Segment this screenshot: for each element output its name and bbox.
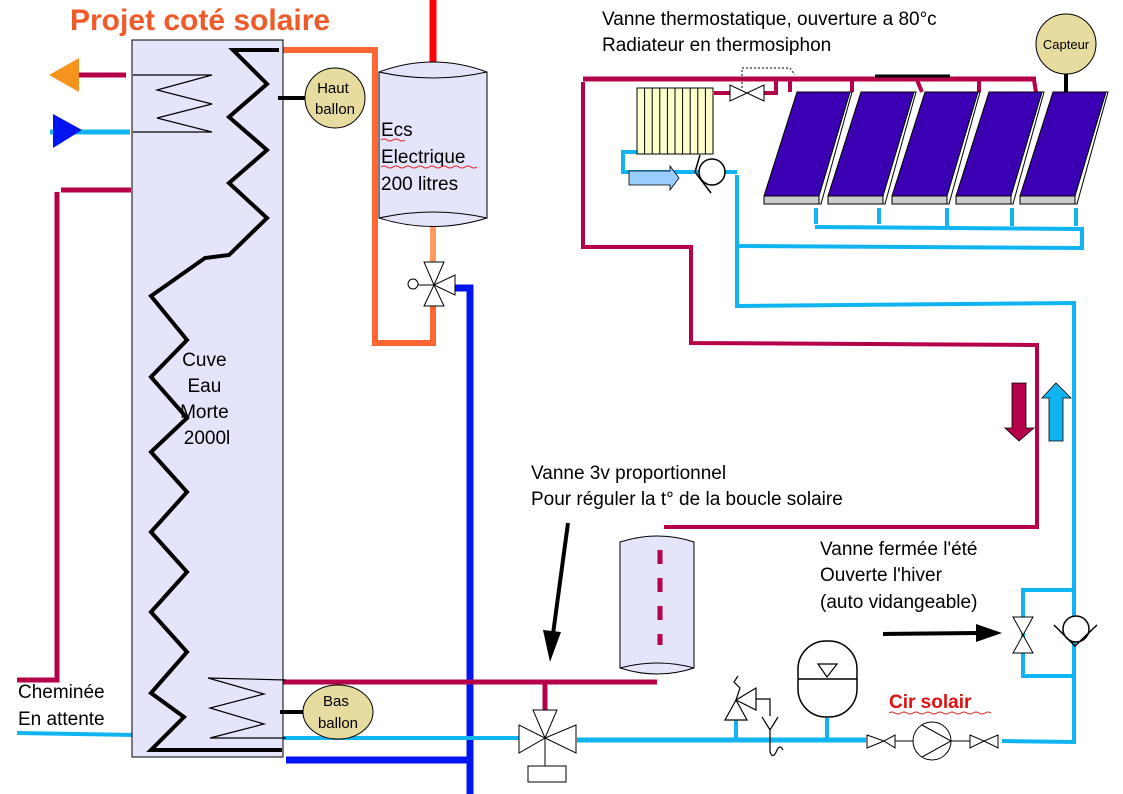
dhw-coil-top xyxy=(133,74,213,133)
sensor-bottom[interactable]: Bas ballon xyxy=(280,684,374,740)
sensor-collector-label: Capteur xyxy=(1043,37,1090,52)
sensor-top-line1: Haut xyxy=(317,80,350,97)
radiator xyxy=(636,87,714,155)
solar-panel xyxy=(1019,91,1109,205)
svg-text:Haut ballon: Haut ballon xyxy=(315,80,355,118)
collector-hot-supply-pipe xyxy=(581,82,1039,529)
flow-up-arrow-icon xyxy=(1041,382,1072,442)
three-way-valve-annotation: Vanne 3v proportionnel Pour réguler la t… xyxy=(531,463,843,510)
solar-panels xyxy=(763,91,1109,205)
sensor-collector[interactable]: Capteur xyxy=(1035,13,1097,100)
ecs-mixing-valve[interactable] xyxy=(407,261,456,307)
sensor-bottom-line2: ballon xyxy=(318,715,358,732)
hot-outlet-arrow-icon xyxy=(49,58,79,92)
seasonal-valve-annotation: Vanne fermée l'été Ouverte l'hiver (auto… xyxy=(820,539,983,613)
solar-panel xyxy=(955,91,1045,205)
svg-text:Bas ballon: Bas ballon xyxy=(318,693,358,732)
solar-panel xyxy=(827,91,917,205)
dhw-electric-tank: Ecs Electrique 200 litres xyxy=(378,61,488,227)
sensor-bottom-line1: Bas xyxy=(323,693,349,710)
three-way-proportional-valve[interactable] xyxy=(518,709,577,783)
pump-isolation-valve-right[interactable] xyxy=(951,734,999,749)
expansion-vessel xyxy=(797,640,858,718)
solar-circulation-pump[interactable] xyxy=(912,721,953,761)
solar-coil xyxy=(146,48,282,752)
pipes xyxy=(16,0,1084,794)
cold-inlet-arrow-icon xyxy=(53,114,82,148)
radiator-valve-pipe xyxy=(764,80,778,95)
safety-relief-valve xyxy=(723,675,784,757)
cold-water-supply-pipe xyxy=(452,284,474,794)
fireplace-cold-pipe xyxy=(16,731,134,737)
buffer-tank xyxy=(619,535,695,675)
fireplace-hot-pipe-vertical xyxy=(17,192,60,683)
radiator-cold-pipe xyxy=(621,150,700,174)
fireplace-annotation: Cheminée En attente xyxy=(18,682,110,730)
panel-5-riser xyxy=(1032,79,1038,93)
sensor-top-line2: ballon xyxy=(315,101,355,118)
pump-isolation-valve-left[interactable] xyxy=(866,734,914,749)
solar-panel xyxy=(891,91,981,205)
three-way-valve-pointer-arrow-icon xyxy=(543,522,570,662)
flow-down-arrow-icon xyxy=(1003,382,1036,442)
main-storage-tank: Cuve Eau Morte 2000l xyxy=(131,39,287,758)
thermostatic-valve-annotation: Vanne thermostatique, ouverture a 80°c R… xyxy=(602,9,942,56)
radiator-flow-arrow-icon xyxy=(628,164,680,192)
collector-cold-return-pipe xyxy=(735,175,1076,745)
thermostatic-valve[interactable] xyxy=(729,67,796,102)
diagram-title: Projet coté solaire xyxy=(70,4,330,37)
loop-check-valve xyxy=(1053,615,1098,648)
pump-label: Cir solair xyxy=(889,692,972,713)
solar-panel xyxy=(763,91,853,205)
dhw-coil-bottom xyxy=(207,677,287,739)
main-tank-label: Cuve Eau Morte 2000l xyxy=(180,350,234,449)
sensor-top[interactable]: Haut ballon xyxy=(278,67,366,129)
solar-hot-to-ecs-pipe xyxy=(278,47,436,346)
collector-cold-header-pipe xyxy=(736,225,1084,251)
seasonal-valve-pointer-arrow-icon xyxy=(882,624,1002,642)
seasonal-drain-valve[interactable] xyxy=(1012,616,1034,654)
panel-3-riser xyxy=(915,79,924,93)
ecs-tank-label: Ecs Electrique 200 litres xyxy=(381,120,471,195)
radiator-check-valve xyxy=(694,154,726,194)
